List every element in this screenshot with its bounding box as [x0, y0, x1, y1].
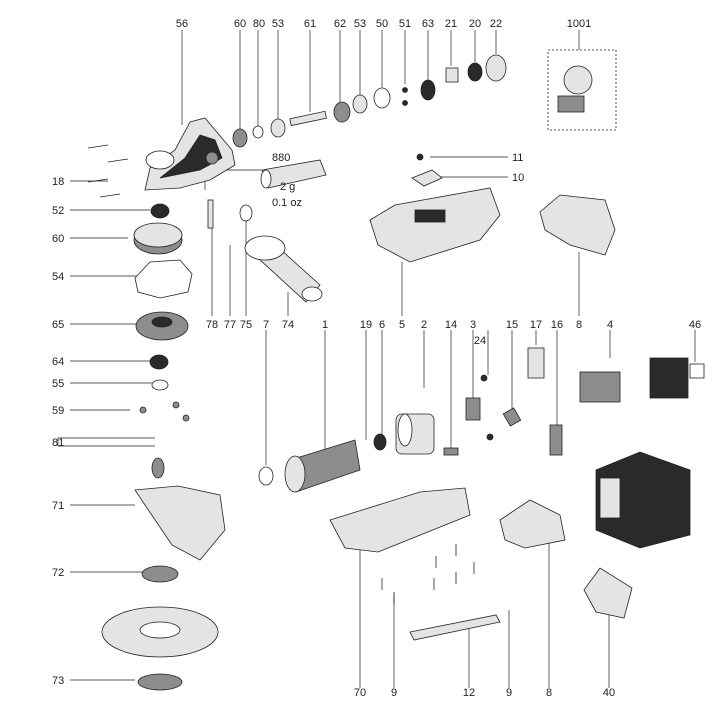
label-part-8b: 8 [546, 687, 552, 699]
label-part-72: 72 [52, 567, 64, 579]
label-part-60b: 60 [52, 233, 64, 245]
cover-8 [539, 194, 616, 256]
label-part-11: 11 [512, 152, 523, 164]
label-part-2: 2 [421, 319, 427, 331]
inset-panel-1001 [547, 49, 617, 131]
screws-9 [381, 544, 475, 604]
label-part-21: 21 [445, 18, 457, 30]
label-part-9b: 9 [506, 687, 512, 699]
bottom-housing-70 [329, 487, 471, 553]
label-part-15: 15 [506, 319, 518, 331]
label-part-71: 71 [52, 500, 64, 512]
label-part-17: 17 [530, 319, 542, 331]
label-part-50: 50 [376, 18, 388, 30]
gear-head-56 [144, 117, 236, 191]
label-part-54: 54 [52, 271, 64, 283]
label-grease-amount-imperial: 0.1 oz [272, 197, 302, 209]
adapter-40 [583, 567, 633, 619]
label-part-22: 22 [490, 18, 502, 30]
left-column-parts [101, 203, 226, 691]
label-part-40: 40 [603, 687, 615, 699]
label-part-81: 81 [52, 437, 64, 449]
label-part-16: 16 [551, 319, 563, 331]
switch-parts-10-11 [411, 153, 443, 187]
label-part-1: 1 [322, 319, 328, 331]
label-part-6: 6 [379, 319, 385, 331]
label-inset-1001: 1001 [567, 18, 591, 30]
label-part-20: 20 [469, 18, 481, 30]
label-part-9: 9 [391, 687, 397, 699]
label-part-52: 52 [52, 205, 64, 217]
label-part-65: 65 [52, 319, 64, 331]
electronics-4 [579, 357, 705, 403]
stator-2 [395, 413, 435, 455]
lower-cover-8 [499, 499, 566, 549]
label-part-62: 62 [334, 18, 346, 30]
part-labels: 56 60 80 53 61 62 53 50 51 63 21 20 22 1… [52, 18, 701, 699]
label-part-59: 59 [52, 405, 64, 417]
label-part-78: 78 [206, 319, 218, 331]
label-part-80: 80 [253, 18, 265, 30]
label-part-53: 53 [272, 18, 284, 30]
battery-pack [595, 451, 691, 549]
label-part-70: 70 [354, 687, 366, 699]
label-part-3: 3 [470, 319, 476, 331]
label-part-73: 73 [52, 675, 64, 687]
label-part-19: 19 [360, 319, 372, 331]
armature-1 [258, 433, 387, 493]
label-grease-code: 880 [272, 152, 290, 164]
label-part-56: 56 [176, 18, 188, 30]
label-part-60: 60 [234, 18, 246, 30]
label-part-61: 61 [304, 18, 316, 30]
label-part-63: 63 [422, 18, 434, 30]
label-part-12: 12 [463, 687, 475, 699]
label-part-8: 8 [576, 319, 582, 331]
label-part-4: 4 [607, 319, 613, 331]
label-part-51: 51 [399, 18, 411, 30]
top-row-parts [232, 54, 507, 148]
middle-small-parts [443, 347, 563, 456]
screws-18 [87, 144, 129, 198]
label-part-24: 24 [474, 335, 486, 347]
grease-tube-880 [260, 159, 327, 189]
label-part-46: 46 [689, 319, 701, 331]
label-part-64: 64 [52, 356, 64, 368]
switch-bar-12 [409, 614, 501, 641]
label-part-75: 75 [240, 319, 252, 331]
label-part-18: 18 [52, 176, 64, 188]
label-part-5: 5 [399, 319, 405, 331]
label-part-74: 74 [282, 319, 294, 331]
label-part-53b: 53 [354, 18, 366, 30]
side-handle-74 [207, 199, 323, 303]
label-grease-amount: 2 g [280, 181, 295, 193]
label-part-77: 77 [224, 319, 236, 331]
motor-housing-5 [369, 187, 501, 263]
label-part-14: 14 [445, 319, 457, 331]
label-part-10: 10 [512, 172, 524, 184]
label-part-55: 55 [52, 378, 64, 390]
label-part-7: 7 [263, 319, 269, 331]
